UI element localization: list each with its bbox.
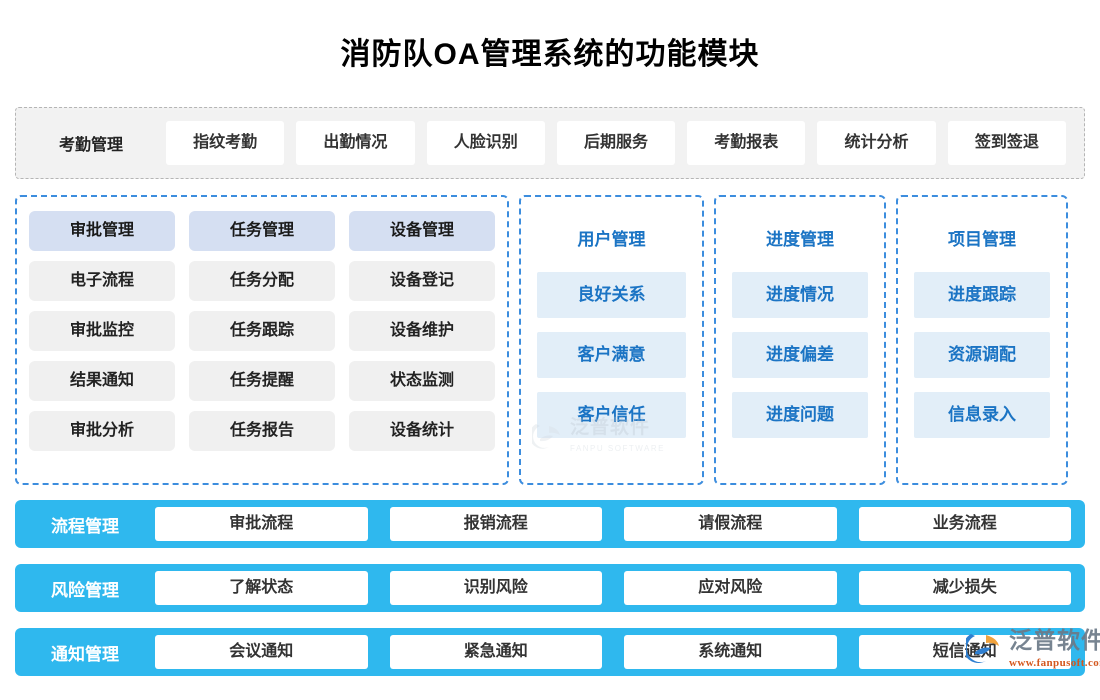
- process-management-bar: 流程管理 审批流程 报销流程 请假流程 业务流程: [15, 500, 1085, 548]
- bar-item[interactable]: 系统通知: [624, 635, 837, 669]
- module-card[interactable]: 资源调配: [914, 332, 1050, 378]
- panel-project-management: 项目管理 进度跟踪 资源调配 信息录入: [896, 195, 1068, 485]
- bar-item[interactable]: 识别风险: [389, 571, 602, 605]
- module-card[interactable]: 任务报告: [189, 411, 335, 451]
- notification-management-bar: 通知管理 会议通知 紧急通知 系统通知 短信通知: [15, 628, 1085, 676]
- column-approval-header[interactable]: 审批管理: [29, 211, 175, 251]
- attendance-item[interactable]: 后期服务: [556, 121, 676, 165]
- process-management-item-list: 审批流程 报销流程 请假流程 业务流程: [155, 507, 1071, 541]
- module-card[interactable]: 设备统计: [349, 411, 495, 451]
- attendance-item[interactable]: 签到签退: [947, 121, 1066, 165]
- module-panels: 审批管理 电子流程 审批监控 结果通知 审批分析 任务管理 任务分配 任务跟踪 …: [15, 195, 1085, 485]
- notification-management-header: 通知管理: [51, 644, 119, 664]
- bar-item[interactable]: 短信通知: [858, 635, 1071, 669]
- bar-item[interactable]: 了解状态: [155, 571, 368, 605]
- risk-management-item-list: 了解状态 识别风险 应对风险 减少损失: [155, 571, 1071, 605]
- bar-item[interactable]: 报销流程: [389, 507, 602, 541]
- column-approval: 审批管理 电子流程 审批监控 结果通知 审批分析: [29, 211, 175, 469]
- bar-item[interactable]: 紧急通知: [389, 635, 602, 669]
- panel-user-management: 用户管理 良好关系 客户满意 客户信任: [519, 195, 704, 485]
- panel-progress-management-header: 进度管理: [766, 230, 834, 249]
- attendance-item[interactable]: 指纹考勤: [166, 121, 285, 165]
- module-card[interactable]: 结果通知: [29, 361, 175, 401]
- module-card[interactable]: 任务提醒: [189, 361, 335, 401]
- panel-approval-task-device: 审批管理 电子流程 审批监控 结果通知 审批分析 任务管理 任务分配 任务跟踪 …: [15, 195, 509, 485]
- attendance-item[interactable]: 人脸识别: [426, 121, 545, 165]
- panel-user-management-header: 用户管理: [577, 230, 646, 249]
- module-card[interactable]: 客户信任: [537, 392, 686, 438]
- module-card[interactable]: 进度问题: [732, 392, 868, 438]
- risk-management-header: 风险管理: [51, 580, 119, 600]
- bar-item[interactable]: 会议通知: [155, 635, 368, 669]
- module-card[interactable]: 信息录入: [914, 392, 1050, 438]
- module-card[interactable]: 任务分配: [189, 261, 335, 301]
- bar-item[interactable]: 应对风险: [624, 571, 837, 605]
- attendance-item[interactable]: 统计分析: [817, 121, 936, 165]
- module-card[interactable]: 审批监控: [29, 311, 175, 351]
- risk-management-bar: 风险管理 了解状态 识别风险 应对风险 减少损失: [15, 564, 1085, 612]
- module-card[interactable]: 审批分析: [29, 411, 175, 451]
- module-card[interactable]: 客户满意: [537, 332, 686, 378]
- attendance-row: 考勤管理 指纹考勤 出勤情况 人脸识别 后期服务 考勤报表 统计分析 签到签退: [15, 107, 1085, 179]
- module-card[interactable]: 进度情况: [732, 272, 868, 318]
- bar-item[interactable]: 请假流程: [624, 507, 837, 541]
- attendance-item-list: 指纹考勤 出勤情况 人脸识别 后期服务 考勤报表 统计分析 签到签退: [166, 121, 1084, 165]
- module-card[interactable]: 任务跟踪: [189, 311, 335, 351]
- process-management-header: 流程管理: [51, 516, 119, 536]
- column-device: 设备管理 设备登记 设备维护 状态监测 设备统计: [349, 211, 495, 469]
- bar-item[interactable]: 审批流程: [155, 507, 368, 541]
- module-card[interactable]: 设备登记: [349, 261, 495, 301]
- attendance-row-header: 考勤管理: [58, 137, 123, 154]
- panel-progress-management: 进度管理 进度情况 进度偏差 进度问题: [714, 195, 886, 485]
- bar-item[interactable]: 减少损失: [858, 571, 1071, 605]
- column-task: 任务管理 任务分配 任务跟踪 任务提醒 任务报告: [189, 211, 335, 469]
- module-card[interactable]: 良好关系: [537, 272, 686, 318]
- column-task-header[interactable]: 任务管理: [189, 211, 335, 251]
- module-card[interactable]: 进度偏差: [732, 332, 868, 378]
- notification-management-item-list: 会议通知 紧急通知 系统通知 短信通知: [155, 635, 1071, 669]
- attendance-item[interactable]: 考勤报表: [687, 121, 806, 165]
- page-title: 消防队OA管理系统的功能模块: [340, 38, 760, 71]
- module-card[interactable]: 进度跟踪: [914, 272, 1050, 318]
- attendance-item[interactable]: 出勤情况: [296, 121, 415, 165]
- module-card[interactable]: 设备维护: [349, 311, 495, 351]
- bar-item[interactable]: 业务流程: [858, 507, 1071, 541]
- module-card[interactable]: 电子流程: [29, 261, 175, 301]
- panel-project-management-header: 项目管理: [948, 230, 1016, 249]
- module-card[interactable]: 状态监测: [349, 361, 495, 401]
- column-device-header[interactable]: 设备管理: [349, 211, 495, 251]
